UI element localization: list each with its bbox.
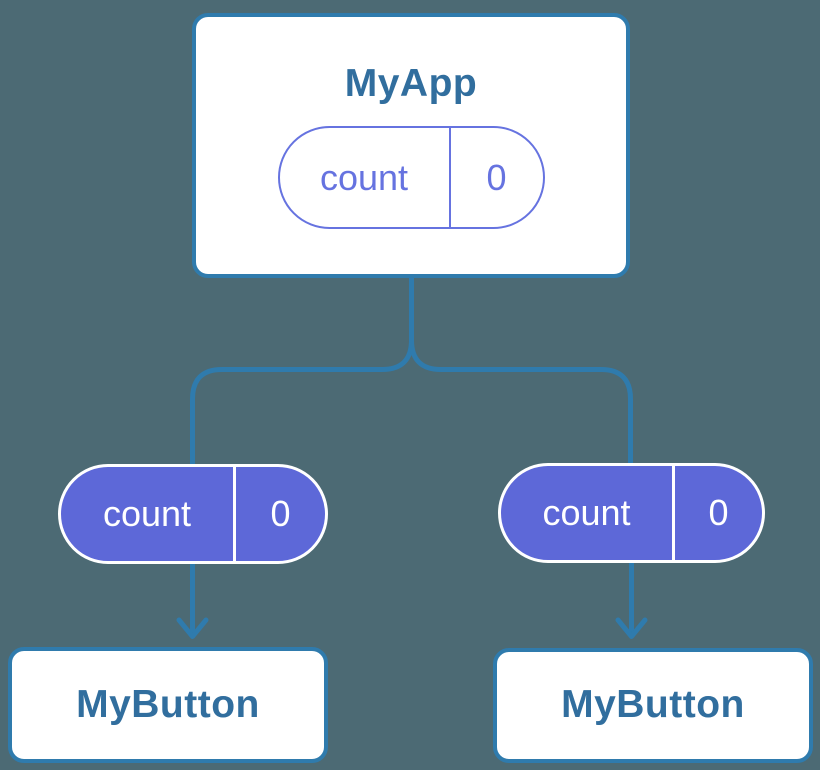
prop-pill-name: count (501, 466, 675, 560)
prop-pill-left: count 0 (58, 464, 328, 564)
node-mybutton-right: MyButton (493, 648, 813, 763)
prop-pill-name: count (61, 467, 236, 561)
edge-root-to-left-pill (190, 272, 414, 475)
node-mybutton-title: MyButton (76, 682, 260, 726)
prop-pill-value: 0 (270, 493, 291, 534)
state-pill-name: count (280, 128, 451, 228)
node-mybutton-title: MyButton (561, 683, 745, 727)
state-pill-value: 0 (486, 156, 507, 198)
arrow-left-head-icon (176, 617, 209, 639)
state-pill-myapp: count 0 (277, 126, 545, 230)
prop-pill-right: count 0 (498, 463, 765, 563)
prop-pill-value: 0 (708, 492, 729, 533)
node-myapp: MyApp count 0 (192, 13, 630, 278)
node-mybutton-left: MyButton (8, 647, 328, 763)
edge-root-to-right-pill (409, 272, 633, 474)
arrow-right-head-icon (615, 617, 648, 639)
node-myapp-title: MyApp (344, 61, 478, 105)
